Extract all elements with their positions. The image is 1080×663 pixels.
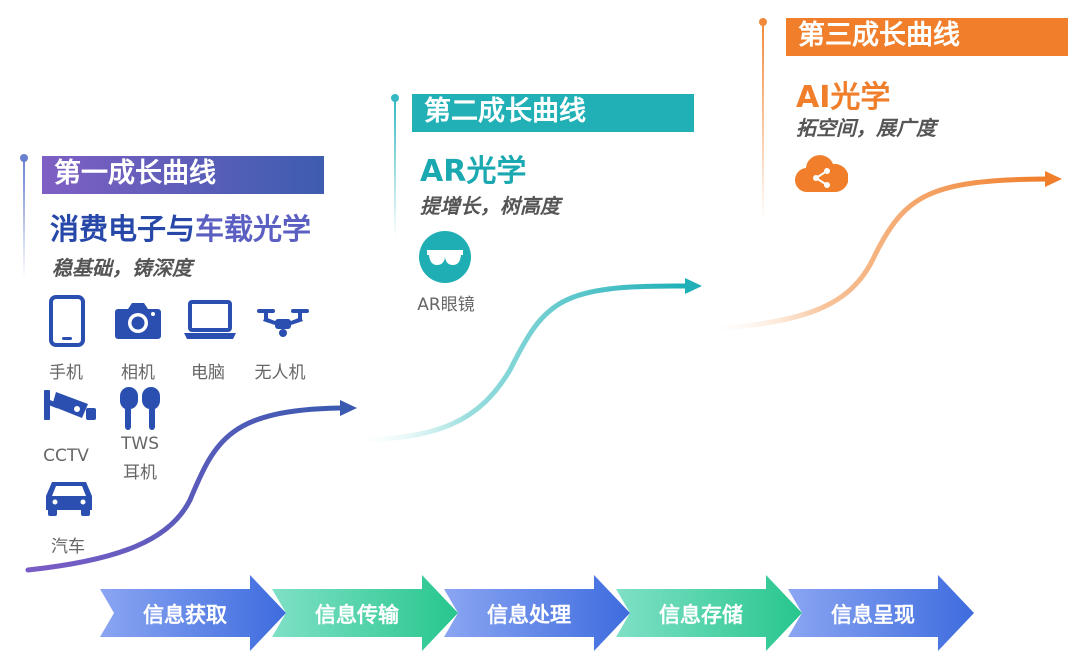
cloud-share-icon bbox=[795, 155, 848, 193]
device-label-ar-glasses: AR眼镜 bbox=[417, 295, 475, 315]
curve-1-line bbox=[25, 405, 343, 573]
curve-3-headline: AI光学 bbox=[796, 80, 891, 115]
device-label-drone: 无人机 bbox=[254, 363, 306, 383]
device-label-cctv: CCTV bbox=[43, 446, 89, 466]
curve-2-banner: 第二成长曲线 bbox=[412, 94, 694, 132]
curve-1-headline-part2: 车载光学 bbox=[195, 212, 312, 246]
curve-1-marker-line bbox=[23, 158, 25, 278]
curve-1-subtitle: 稳基础，铸深度 bbox=[52, 256, 192, 280]
curve-3-subtitle: 拓空间，展广度 bbox=[796, 116, 936, 140]
flow-step-3-chevron bbox=[444, 575, 630, 651]
curve-3-marker-dot bbox=[759, 18, 767, 26]
phone-icon bbox=[49, 295, 85, 347]
curve-2-line bbox=[347, 283, 688, 443]
ar-glasses-icon bbox=[419, 231, 471, 283]
curve-3-banner: 第三成长曲线 bbox=[786, 18, 1068, 56]
laptop-icon bbox=[184, 300, 236, 339]
device-label-earbuds: 耳机 bbox=[123, 463, 157, 483]
flow-step-2-label: 信息传输 bbox=[315, 603, 399, 627]
drone-icon bbox=[257, 309, 309, 337]
flow-step-1-label: 信息获取 bbox=[143, 603, 227, 627]
curve-1-headline: 消费电子与车载光学 bbox=[50, 206, 311, 248]
device-label-car: 汽车 bbox=[51, 537, 85, 557]
device-label-laptop: 电脑 bbox=[191, 363, 225, 383]
flow-step-4-label: 信息存储 bbox=[659, 603, 743, 627]
curve-1-headline-part1: 消费电子与 bbox=[50, 212, 196, 246]
flow-step-3-label: 信息处理 bbox=[487, 603, 571, 627]
curve-3-line bbox=[702, 176, 1048, 333]
flow-step-4-chevron bbox=[616, 575, 802, 651]
curve-2-subtitle: 提增长，树高度 bbox=[420, 194, 560, 218]
flow-step-5-chevron bbox=[788, 575, 974, 651]
flow-step-2-chevron bbox=[272, 575, 458, 651]
curve-2-arrowhead bbox=[685, 278, 702, 294]
curve-2-marker-dot bbox=[391, 94, 399, 102]
flow-step-5-label: 信息呈现 bbox=[831, 603, 915, 627]
camera-icon bbox=[115, 303, 161, 339]
device-label-camera: 相机 bbox=[121, 363, 155, 383]
cctv-icon bbox=[44, 390, 96, 420]
curve-1-arrowhead bbox=[340, 400, 357, 416]
device-label-phone: 手机 bbox=[49, 363, 83, 383]
car-icon bbox=[46, 482, 92, 516]
device-label-tws: TWS bbox=[121, 434, 159, 454]
curve-3-arrowhead bbox=[1045, 171, 1062, 187]
curve-2-headline: AR光学 bbox=[420, 154, 527, 189]
flow-step-1-chevron bbox=[100, 575, 286, 651]
curve-1-banner: 第一成长曲线 bbox=[42, 156, 324, 194]
curve-3-marker-line bbox=[762, 22, 764, 222]
curve-2-marker-line bbox=[394, 98, 396, 238]
earbuds-icon bbox=[119, 387, 161, 430]
curve-1-marker-dot bbox=[20, 154, 28, 162]
